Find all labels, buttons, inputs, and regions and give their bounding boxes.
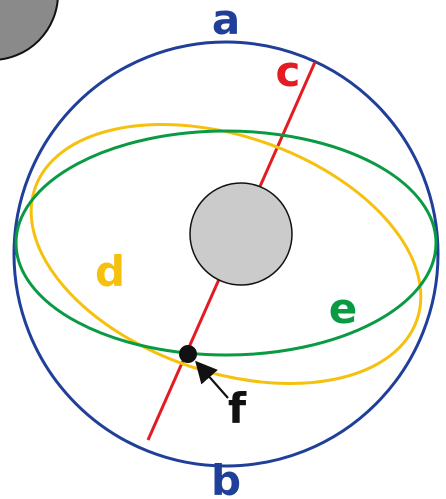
label-e: e [329, 284, 358, 333]
label-b: b [211, 456, 241, 499]
label-d: d [95, 247, 125, 296]
center-body [190, 183, 292, 285]
label-c: c [276, 47, 301, 96]
label-f: f [228, 384, 247, 433]
point-f [179, 345, 197, 363]
corner-sphere [0, 0, 58, 60]
arrow-f [198, 364, 228, 398]
label-a: a [212, 0, 240, 44]
